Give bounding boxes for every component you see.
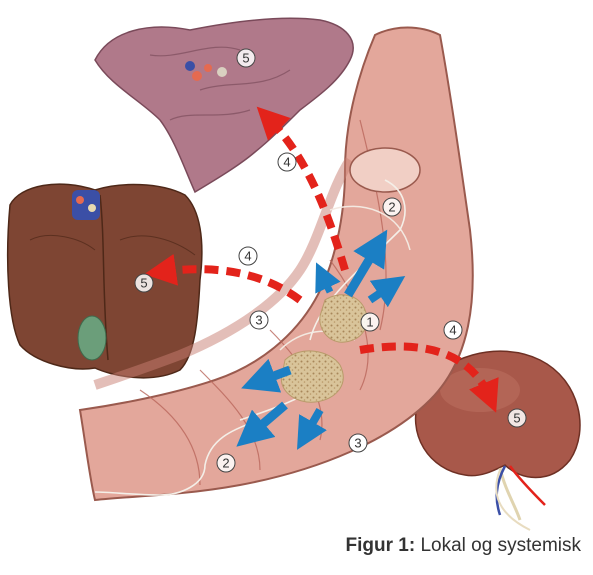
marker-label: 5 bbox=[242, 51, 249, 66]
marker-label: 5 bbox=[513, 411, 520, 426]
marker-4-lung: 4 bbox=[278, 153, 296, 171]
marker-label: 4 bbox=[449, 323, 456, 338]
marker-label: 5 bbox=[140, 276, 147, 291]
marker-2-top: 2 bbox=[383, 198, 401, 216]
caption-text: Lokal og systemisk bbox=[420, 535, 581, 556]
marker-label: 3 bbox=[354, 436, 361, 451]
marker-2-bottom: 2 bbox=[217, 454, 235, 472]
marker-label: 4 bbox=[283, 155, 290, 170]
marker-label: 2 bbox=[222, 456, 229, 471]
marker-5-kidney: 5 bbox=[508, 409, 526, 427]
lung-illustration bbox=[95, 18, 353, 192]
marker-label: 2 bbox=[388, 200, 395, 215]
marker-label: 4 bbox=[244, 249, 251, 264]
marker-4-liver: 4 bbox=[239, 247, 257, 265]
marker-1-tumor: 1 bbox=[361, 313, 379, 331]
marker-4-kidney: 4 bbox=[444, 321, 462, 339]
marker-3-right: 3 bbox=[349, 434, 367, 452]
liver-illustration bbox=[8, 184, 202, 378]
marker-3-left: 3 bbox=[250, 311, 268, 329]
figure-caption: Figur 1: Lokal og systemisk bbox=[346, 535, 581, 557]
marker-label: 1 bbox=[366, 315, 373, 330]
caption-label: Figur 1: bbox=[346, 535, 416, 556]
marker-5-liver: 5 bbox=[135, 274, 153, 292]
marker-5-lung: 5 bbox=[237, 49, 255, 67]
marker-label: 3 bbox=[255, 313, 262, 328]
